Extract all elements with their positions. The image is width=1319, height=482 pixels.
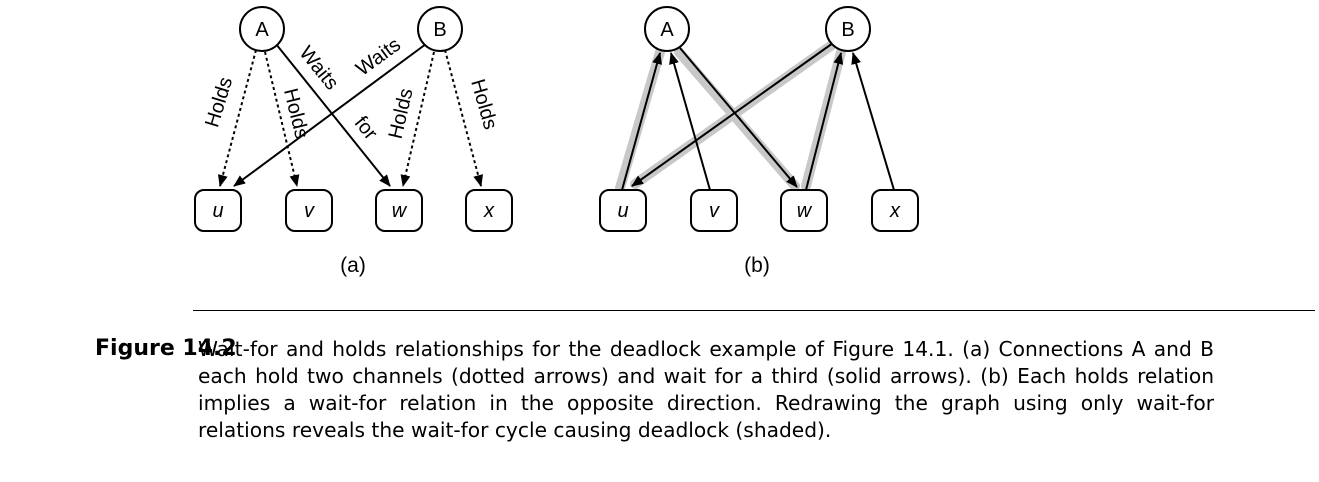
node-a: A (239, 6, 285, 52)
channel-v-label: v (304, 200, 315, 222)
channel-w-label: w (392, 200, 408, 222)
node-b-b-label: B (841, 19, 854, 41)
panel-b-label: (b) (744, 254, 770, 277)
channel-x-b: x (871, 189, 919, 232)
channel-u: u (194, 189, 242, 232)
caption-divider (193, 310, 1315, 311)
channel-w-b-label: w (797, 200, 813, 222)
panel-b: A B u v w x (b) (599, 6, 919, 277)
channel-w: w (375, 189, 423, 232)
edge-label-a-w-for: for (350, 112, 382, 144)
edge-a-to-w (679, 47, 798, 188)
channel-v-b-label: v (709, 200, 720, 222)
edge-u-to-a (621, 52, 662, 191)
channel-x: x (465, 189, 513, 232)
channel-w-b: w (780, 189, 828, 232)
edge-w-to-b (805, 52, 844, 191)
edge-v-to-a (669, 52, 711, 191)
edge-label-b-u: Waits (352, 34, 405, 81)
edge-b-holds-x (444, 49, 484, 187)
edge-a-holds-v (264, 51, 300, 187)
channel-x-b-label: x (889, 200, 901, 222)
channel-u-b: u (599, 189, 647, 232)
channel-v: v (285, 189, 333, 232)
channel-u-b-label: u (617, 200, 628, 222)
channel-u-label: u (212, 200, 223, 222)
edge-label-a-w-waits: Waits (295, 42, 343, 94)
node-a-b-label: A (660, 19, 674, 41)
node-b: B (417, 6, 463, 52)
edge-a-waits-w (275, 43, 391, 187)
edge-x-to-b (851, 52, 895, 191)
channel-v-b: v (690, 189, 738, 232)
figure-number: Figure 14.2 (95, 336, 237, 361)
node-a-label: A (255, 19, 269, 41)
edge-label-b-x: Holds (466, 77, 501, 132)
panel-a-label: (a) (340, 254, 366, 277)
diagram-canvas: Holds Holds Waits for Waits Holds Holds … (194, 6, 919, 277)
edge-label-a-u: Holds (201, 75, 237, 130)
caption-text: Wait-for and holds relationships for the… (198, 337, 1214, 442)
channel-x-label: x (483, 200, 495, 222)
node-a-b: A (644, 6, 690, 52)
edge-b-to-u (631, 42, 834, 187)
edge-label-a-v: Holds (279, 86, 313, 141)
edge-b-holds-w (400, 51, 435, 187)
node-b-b: B (825, 6, 871, 52)
edge-label-b-w: Holds (385, 86, 418, 141)
panel-a: Holds Holds Waits for Waits Holds Holds … (194, 6, 513, 277)
edge-b-waits-u (233, 43, 427, 187)
node-b-label: B (433, 19, 446, 41)
